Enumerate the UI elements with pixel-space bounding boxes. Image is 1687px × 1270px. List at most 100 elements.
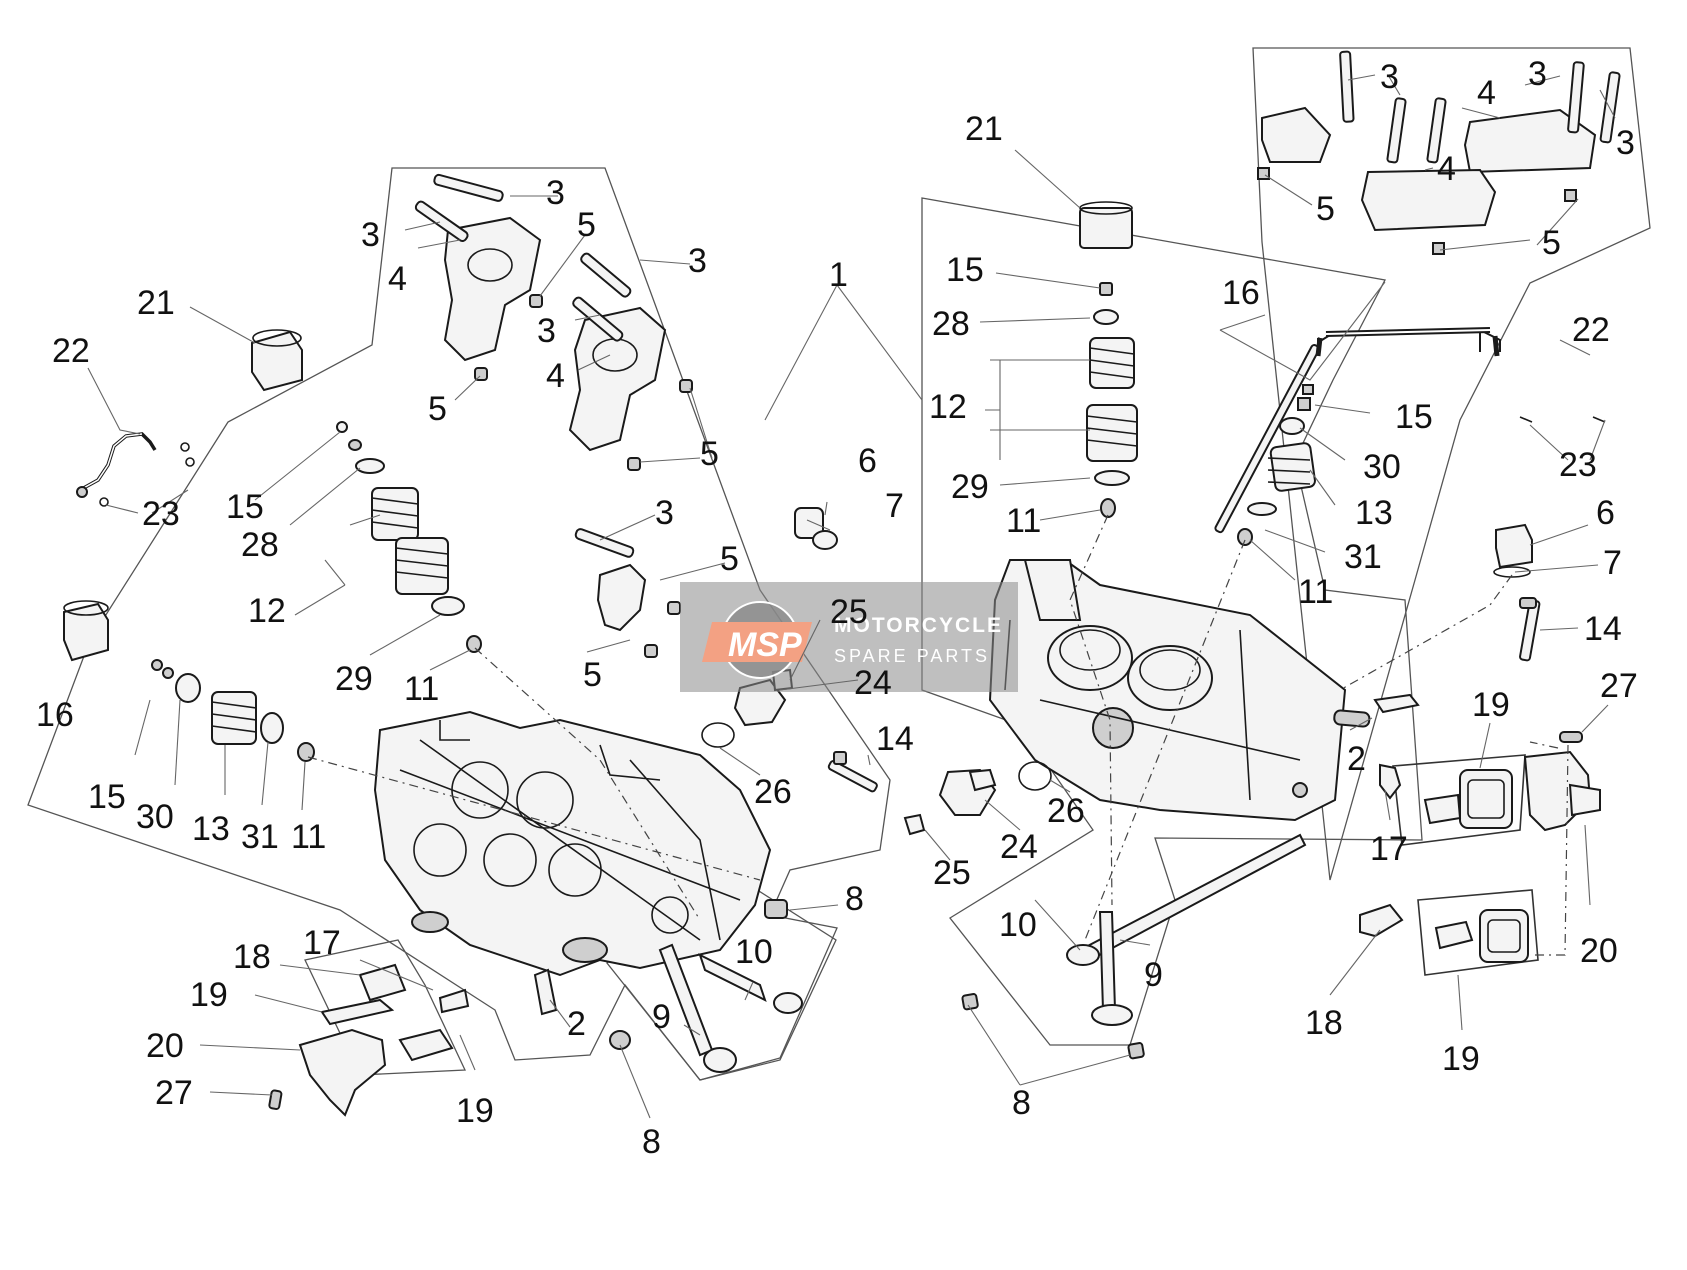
callout-31-left: 31 bbox=[241, 818, 279, 856]
callout-3-right-c: 3 bbox=[1616, 124, 1635, 162]
callout-22-right: 22 bbox=[1572, 311, 1610, 349]
callout-5-right-a: 5 bbox=[1316, 190, 1335, 228]
callout-23-left: 23 bbox=[142, 495, 180, 533]
callout-15-right-b: 15 bbox=[1395, 398, 1433, 436]
callout-21-right: 21 bbox=[965, 110, 1003, 148]
callout-28-left: 28 bbox=[241, 526, 279, 564]
callout-11-right-b: 11 bbox=[1298, 573, 1333, 611]
callout-24-left: 24 bbox=[854, 664, 892, 702]
callout-2-right: 2 bbox=[1347, 740, 1366, 778]
callout-9-right: 9 bbox=[1144, 956, 1163, 994]
callout-10-left: 10 bbox=[735, 933, 773, 971]
callout-labels: 1 21 22 23 16 3 3 4 5 3 3 4 5 5 15 28 12… bbox=[36, 55, 1638, 1161]
callout-9-left: 9 bbox=[652, 998, 671, 1036]
callout-22-left: 22 bbox=[52, 332, 90, 370]
callout-15-left-b: 15 bbox=[88, 778, 126, 816]
callout-3-right-a: 3 bbox=[1380, 58, 1399, 96]
callout-6-right: 6 bbox=[1596, 494, 1615, 532]
watermark-line1: MOTORCYCLE bbox=[834, 614, 1003, 637]
watermark-logo-mark bbox=[702, 622, 812, 662]
callout-19-right-b: 19 bbox=[1442, 1040, 1480, 1078]
callout-16-right: 16 bbox=[1222, 274, 1260, 312]
left-cylinder-head bbox=[373, 710, 772, 977]
callout-4-right-a: 4 bbox=[1477, 74, 1496, 112]
callout-31-right: 31 bbox=[1344, 538, 1382, 576]
callout-29-left: 29 bbox=[335, 660, 373, 698]
callout-20-right: 20 bbox=[1580, 932, 1618, 970]
callout-13-left: 13 bbox=[192, 810, 230, 848]
callout-5-left-a: 5 bbox=[577, 206, 596, 244]
callout-7-left: 7 bbox=[885, 487, 904, 525]
callout-26-left: 26 bbox=[754, 773, 792, 811]
left-small-parts bbox=[63, 329, 878, 1117]
watermark-logo-text: MSP bbox=[728, 626, 802, 664]
callout-30-left: 30 bbox=[136, 798, 174, 836]
callout-20-left: 20 bbox=[146, 1027, 184, 1065]
callout-24-right: 24 bbox=[1000, 828, 1038, 866]
callout-8-left-b: 8 bbox=[642, 1123, 661, 1161]
callout-4-left-a: 4 bbox=[388, 260, 407, 298]
callout-11-right-a: 11 bbox=[1006, 502, 1041, 540]
callout-14-left: 14 bbox=[876, 720, 914, 758]
callout-3-left-e: 3 bbox=[655, 494, 674, 532]
callout-3-right-b: 3 bbox=[1528, 55, 1547, 93]
callout-8-right-a: 8 bbox=[1012, 1084, 1031, 1122]
callout-1: 1 bbox=[829, 256, 848, 294]
callout-21-left: 21 bbox=[137, 284, 175, 322]
callout-5-left-e: 5 bbox=[583, 656, 602, 694]
leader-lines bbox=[87, 74, 1616, 1119]
callout-19-left-b: 19 bbox=[456, 1092, 494, 1130]
callout-27-left: 27 bbox=[155, 1074, 193, 1112]
callout-16-left: 16 bbox=[36, 696, 74, 734]
callout-13-right: 13 bbox=[1355, 494, 1393, 532]
callout-17-left: 17 bbox=[303, 924, 341, 962]
callout-25-left: 25 bbox=[830, 593, 868, 631]
callout-17-right: 17 bbox=[1370, 830, 1408, 868]
callout-23-right: 23 bbox=[1559, 446, 1597, 484]
callout-15-left-a: 15 bbox=[226, 488, 264, 526]
callout-5-left-d: 5 bbox=[720, 540, 739, 578]
callout-14-right: 14 bbox=[1584, 610, 1622, 648]
callout-5-left-b: 5 bbox=[428, 390, 447, 428]
callout-29-right: 29 bbox=[951, 468, 989, 506]
callout-28-right: 28 bbox=[932, 305, 970, 343]
callout-18-left: 18 bbox=[233, 938, 271, 976]
callout-3-left-c: 3 bbox=[688, 242, 707, 280]
callout-19-right-a: 19 bbox=[1472, 686, 1510, 724]
callout-26-right: 26 bbox=[1047, 792, 1085, 830]
callout-10-right: 10 bbox=[999, 906, 1037, 944]
callout-5-right-b: 5 bbox=[1542, 224, 1561, 262]
callout-12-left: 12 bbox=[248, 592, 286, 630]
watermark-line2: SPARE PARTS bbox=[834, 646, 990, 666]
callout-18-right: 18 bbox=[1305, 1004, 1343, 1042]
callout-7-right: 7 bbox=[1603, 544, 1622, 582]
callout-2-left: 2 bbox=[567, 1005, 586, 1043]
callout-3-left-d: 3 bbox=[537, 312, 556, 350]
right-small-parts bbox=[903, 327, 1606, 1060]
callout-4-right-b: 4 bbox=[1437, 150, 1456, 188]
callout-11-left-a: 11 bbox=[404, 670, 439, 708]
callout-3-left-b: 3 bbox=[361, 216, 380, 254]
left-cam-caps bbox=[414, 173, 693, 658]
left-valve-train bbox=[151, 421, 803, 1073]
right-valve-train bbox=[1066, 201, 1371, 1026]
callout-15-right-a: 15 bbox=[946, 251, 984, 289]
callout-19-left-a: 19 bbox=[190, 976, 228, 1014]
callout-11-left-b: 11 bbox=[291, 818, 326, 856]
right-head-outline bbox=[921, 197, 1423, 1046]
callout-25-right: 25 bbox=[933, 854, 971, 892]
callout-8-left-a: 8 bbox=[845, 880, 864, 918]
callout-12-right: 12 bbox=[929, 388, 967, 426]
watermark: MSP MOTORCYCLE SPARE PARTS bbox=[680, 582, 1018, 692]
callout-30-right: 30 bbox=[1363, 448, 1401, 486]
axis-lines bbox=[307, 514, 1569, 956]
callout-3-left-a: 3 bbox=[546, 174, 565, 212]
callout-27-right: 27 bbox=[1600, 667, 1638, 705]
right-cylinder-head bbox=[988, 559, 1347, 822]
callout-5-left-c: 5 bbox=[700, 435, 719, 473]
callout-4-left-b: 4 bbox=[546, 357, 565, 395]
right-cam-caps bbox=[1257, 50, 1621, 255]
callout-6-left: 6 bbox=[858, 442, 877, 480]
